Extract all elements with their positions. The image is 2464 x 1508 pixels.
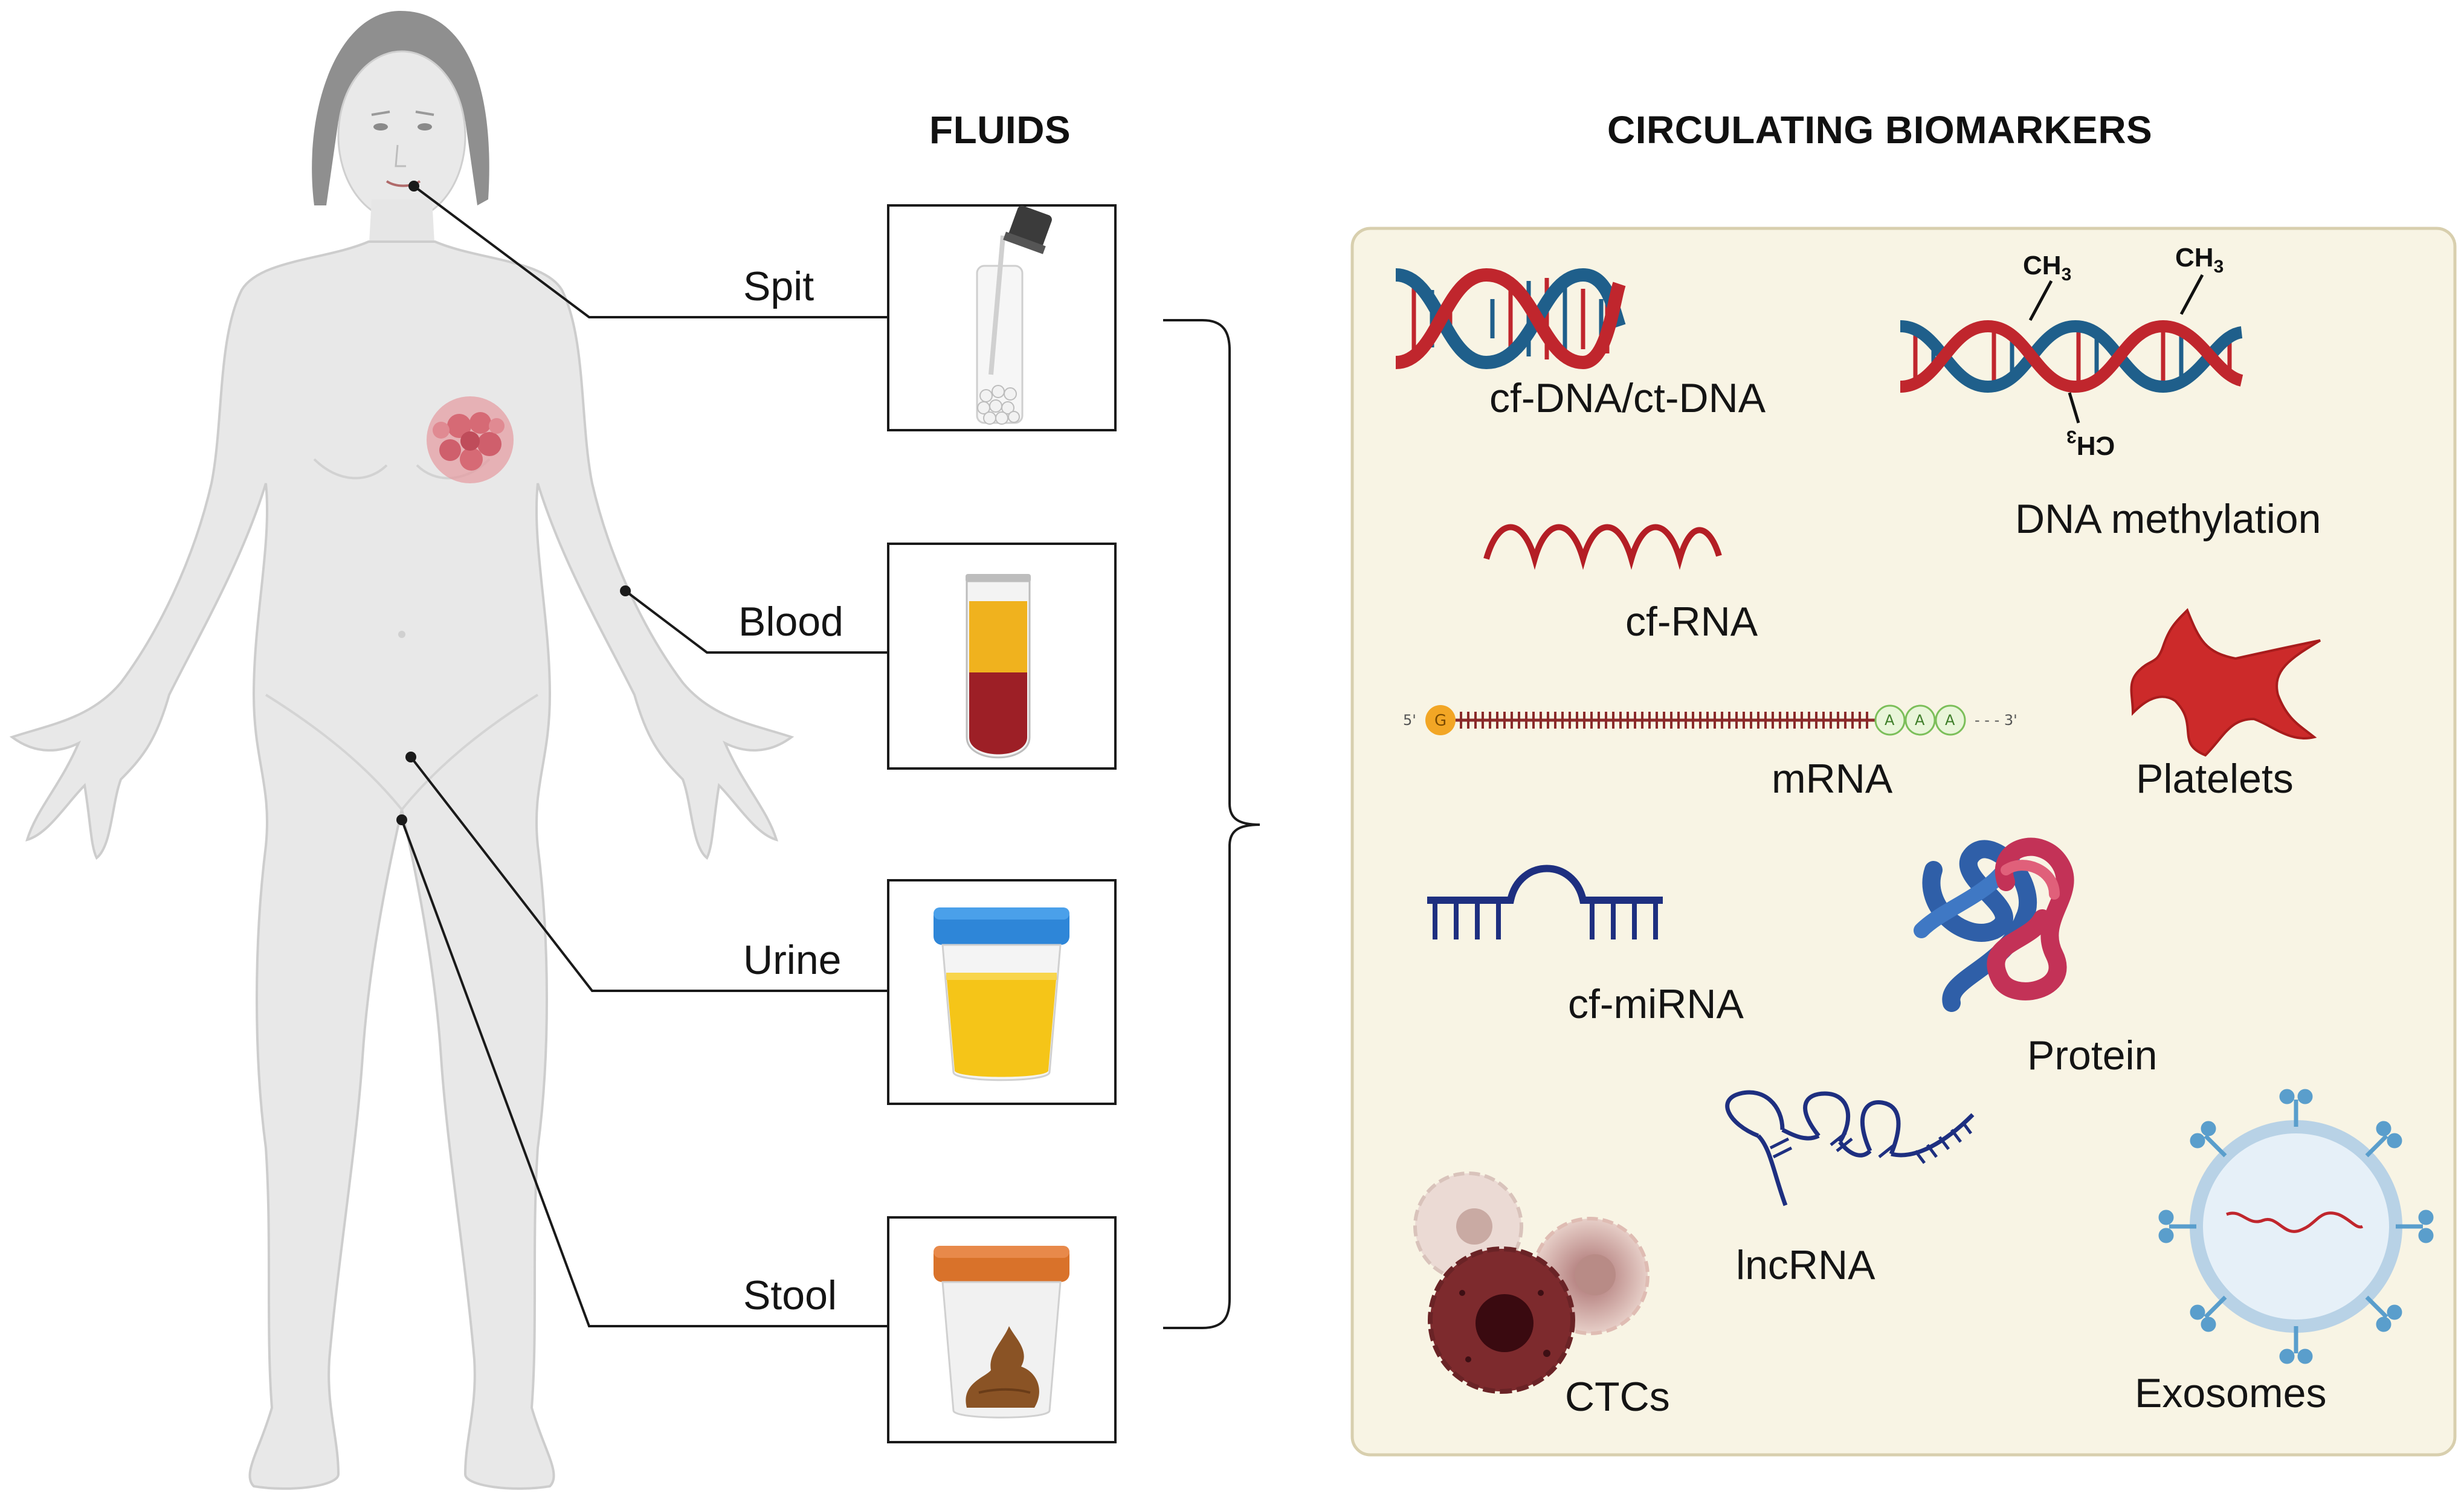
mrna-icon [1425,704,1966,736]
methylated-dna-icon [1900,274,2244,424]
blood-tube-icon [966,574,1031,759]
label-cfdna: cf-DNA/ct-DNA [1489,375,1766,421]
label-ctcs: CTCs [1565,1374,1670,1420]
head [337,50,466,222]
mrna-tail-a1: A [1885,712,1895,729]
biomarkers-header: CIRCULATING BIOMARKERS [1607,108,2153,152]
human-body-icon [9,10,795,1490]
mrna-tail-a3: A [1945,712,1955,729]
label-platelets: Platelets [2136,756,2294,802]
mrna-cap-label: G [1434,712,1447,730]
ch3-label-2: CH3 [2175,243,2224,277]
tumor-icon [427,396,514,483]
biomarker-panel [1350,227,2457,1457]
label-exosomes: Exosomes [2135,1370,2327,1416]
exosome-icon [2158,1089,2434,1364]
label-protein: Protein [2027,1033,2158,1078]
label-cfmirna: cf-miRNA [1568,981,1744,1027]
bracket [1163,319,1260,1329]
fluid-label-blood: Blood [738,599,843,645]
mrna-tail-a2: A [1915,712,1925,729]
label-cfrna: cf-RNA [1625,599,1758,645]
stool-cup-icon [934,1246,1069,1419]
fluids-header: FLUIDS [929,108,1071,152]
dna-helix-icon [1395,268,1626,370]
rna-strand-icon [1483,524,1722,570]
ch3-label-3: CH3 [2066,427,2115,460]
label-lncrna: lncRNA [1736,1242,1875,1288]
platelet-icon [2130,608,2321,757]
protein-icon [1914,837,2074,1012]
ctc-cells-icon [1413,1171,1650,1394]
fluid-label-urine: Urine [743,937,842,983]
mrna-5prime: 5' [1403,712,1416,729]
fluid-label-stool: Stool [743,1272,837,1318]
neck [369,199,435,254]
urine-cup-icon [934,907,1069,1081]
mirna-icon [1427,865,1663,939]
saliva-tube-icon [976,205,1052,425]
label-mrna: mRNA [1772,756,1893,802]
ch3-label-1: CH3 [2023,251,2072,285]
fluid-label-spit: Spit [743,263,814,309]
label-dna-methylation: DNA methylation [2015,496,2321,542]
lncrna-icon [1725,1090,1975,1207]
body-silhouette [9,240,795,1490]
mrna-3prime: - - - 3' [1975,712,2017,729]
connector-lines [396,181,888,1327]
